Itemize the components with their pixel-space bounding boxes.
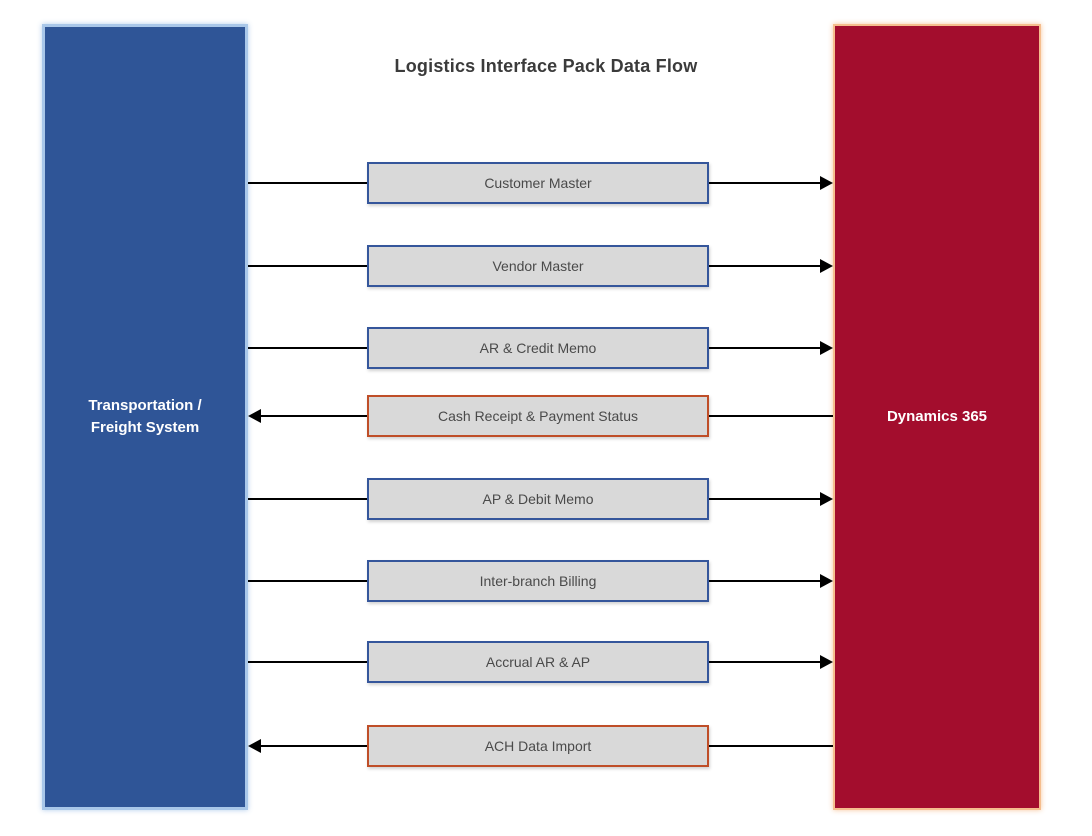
flow-label-box: Accrual AR & AP (367, 641, 709, 683)
flow-label-box: AR & Credit Memo (367, 327, 709, 369)
arrowhead-right-icon (820, 574, 833, 588)
diagram-title: Logistics Interface Pack Data Flow (394, 56, 698, 76)
target-system-box: Dynamics 365 (833, 24, 1041, 810)
flow-label: Accrual AR & AP (485, 654, 591, 670)
flow-label-box: AP & Debit Memo (367, 478, 709, 520)
flow-label-box: Cash Receipt & Payment Status (367, 395, 709, 437)
right-connector-line (709, 182, 822, 184)
flow-row: AP & Debit Memo (248, 478, 833, 520)
arrowhead-right-icon (820, 176, 833, 190)
arrowhead-left-icon (248, 739, 261, 753)
flow-row: Inter-branch Billing (248, 560, 833, 602)
right-connector-line (709, 347, 822, 349)
target-system-label: Dynamics 365 (886, 408, 988, 426)
left-connector-line (248, 347, 367, 349)
left-connector-line (248, 661, 367, 663)
flow-label-box: Customer Master (367, 162, 709, 204)
flow-label-box: Vendor Master (367, 245, 709, 287)
right-connector-line (709, 265, 822, 267)
flow-label: AP & Debit Memo (482, 491, 594, 507)
left-connector-line (259, 745, 367, 747)
left-connector-line (259, 415, 367, 417)
flow-row: Vendor Master (248, 245, 833, 287)
flow-label: Customer Master (484, 175, 592, 191)
right-connector-line (709, 745, 833, 747)
source-system-box: Transportation / Freight System (42, 24, 248, 810)
arrowhead-right-icon (820, 259, 833, 273)
source-system-label: Transportation / Freight System (88, 397, 202, 436)
left-connector-line (248, 498, 367, 500)
flow-label: ACH Data Import (484, 738, 592, 754)
flow-label: AR & Credit Memo (479, 340, 597, 356)
arrowhead-right-icon (820, 492, 833, 506)
right-connector-line (709, 415, 833, 417)
flow-label-box: ACH Data Import (367, 725, 709, 767)
right-connector-line (709, 498, 822, 500)
left-connector-line (248, 580, 367, 582)
flow-label-box: Inter-branch Billing (367, 560, 709, 602)
flow-row: Customer Master (248, 162, 833, 204)
flow-row: Accrual AR & AP (248, 641, 833, 683)
flow-row: Cash Receipt & Payment Status (248, 395, 833, 437)
right-connector-line (709, 661, 822, 663)
flow-label: Vendor Master (492, 258, 584, 274)
arrowhead-right-icon (820, 341, 833, 355)
arrowhead-left-icon (248, 409, 261, 423)
flow-row: ACH Data Import (248, 725, 833, 767)
flow-label: Inter-branch Billing (479, 573, 597, 589)
right-connector-line (709, 580, 822, 582)
left-connector-line (248, 182, 367, 184)
flow-row: AR & Credit Memo (248, 327, 833, 369)
flow-label: Cash Receipt & Payment Status (438, 408, 638, 424)
arrowhead-right-icon (820, 655, 833, 669)
left-connector-line (248, 265, 367, 267)
